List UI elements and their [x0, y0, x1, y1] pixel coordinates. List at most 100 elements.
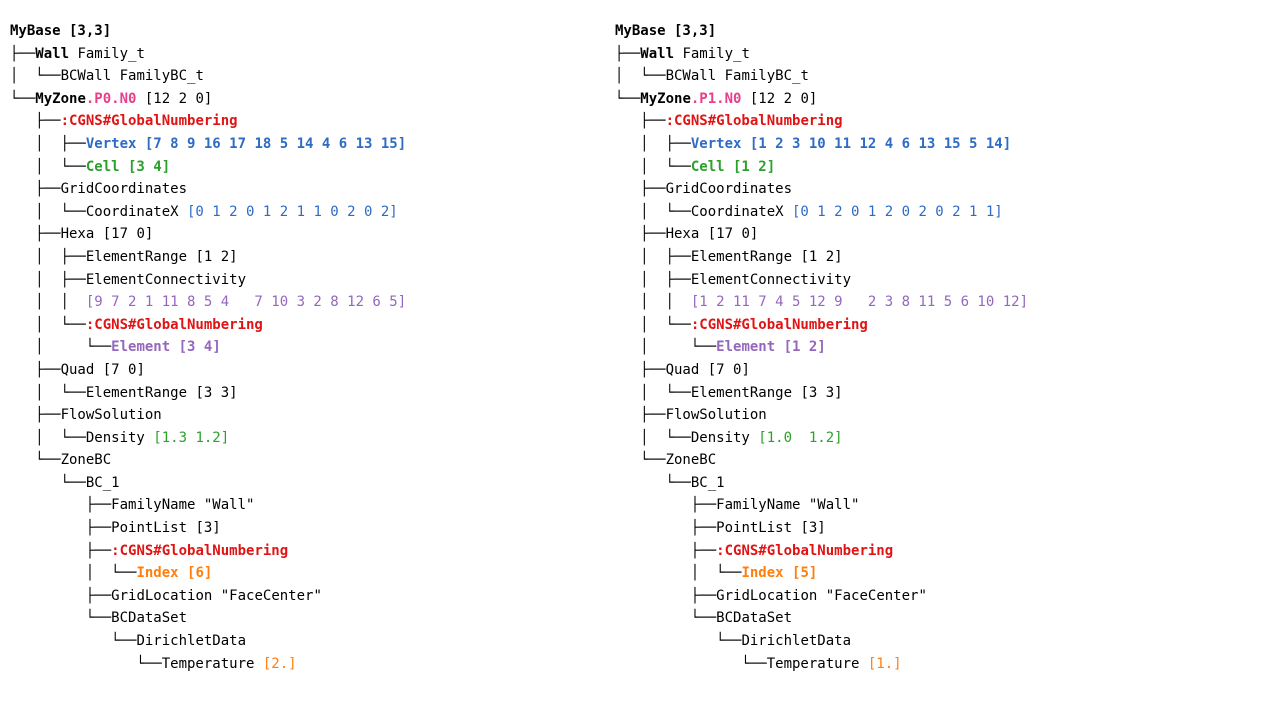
node-value: [1 2]	[187, 248, 238, 265]
tree-branch: ├──	[10, 497, 112, 514]
node-value: [3 4]	[170, 339, 221, 356]
tree-line: │ ├──Vertex [1 2 3 10 11 12 4 6 13 15 5 …	[615, 133, 1028, 156]
tree-line: │ ├──ElementConnectivity	[10, 269, 406, 292]
node-name: ZoneBC	[60, 452, 112, 469]
tree-line: │ └──Density [1.3 1.2]	[10, 427, 406, 450]
node-value: "Wall"	[800, 497, 860, 514]
tree-branch: └──	[10, 452, 61, 469]
node-name: Quad	[665, 361, 700, 378]
tree-line: └──MyZone.P1.N0 [12 2 0]	[615, 88, 1028, 111]
node-name: BCDataSet	[111, 610, 188, 627]
node-name: Element	[111, 339, 171, 356]
node-name: FamilyName	[716, 497, 801, 514]
tree-branch: │ ├──	[10, 248, 86, 265]
tree-branch: │ └──	[615, 339, 717, 356]
tree-line: ├──Wall Family_t	[10, 43, 406, 66]
tree-branch: └──	[615, 474, 691, 491]
node-name: DirichletData	[741, 633, 852, 650]
node-name: :CGNS#GlobalNumbering	[60, 113, 238, 130]
node-value: [1 2]	[724, 158, 776, 175]
tree-branch: │ └──	[10, 158, 86, 175]
tree-branch: ├──	[615, 587, 717, 604]
tree-branch: ├──	[10, 181, 61, 198]
node-name: Element	[716, 339, 776, 356]
cgns-tree-rank-0: MyBase [3,3]├──Wall Family_t│ └──BCWall …	[10, 20, 406, 675]
tree-line: ├──GridLocation "FaceCenter"	[615, 585, 1028, 608]
node-name: Quad	[60, 361, 95, 378]
node-name: Wall	[35, 45, 70, 62]
node-name: ZoneBC	[665, 452, 717, 469]
tree-branch: │ ├──	[10, 271, 86, 288]
node-value: [12 2 0]	[136, 90, 213, 107]
tree-branch: └──	[615, 90, 641, 107]
tree-line: │ └──CoordinateX [0 1 2 0 1 2 1 1 0 2 0 …	[10, 201, 406, 224]
node-name: Cell	[690, 158, 725, 175]
node-name: BC_1	[85, 474, 120, 491]
tree-line: └──BC_1	[615, 472, 1028, 495]
tree-line: ├──Quad [7 0]	[10, 359, 406, 382]
tree-branch: ├──	[10, 542, 112, 559]
tree-line: └──BCDataSet	[10, 607, 406, 630]
tree-line: └──DirichletData	[615, 630, 1028, 653]
node-name: PointList	[111, 520, 188, 537]
tree-branch: │ └──	[10, 316, 86, 333]
tree-branch: │ ├──	[615, 248, 691, 265]
node-name: Density	[85, 429, 145, 446]
tree-branch: │ │	[10, 294, 86, 311]
tree-branch: ├──	[615, 542, 717, 559]
node-value: [1 2]	[775, 339, 826, 356]
node-value: [3 3]	[792, 384, 843, 401]
tree-line: └──Temperature [2.]	[10, 653, 406, 676]
tree-branch: ├──	[10, 45, 36, 62]
tree-line: ├──:CGNS#GlobalNumbering	[10, 540, 406, 563]
tree-line: │ └──:CGNS#GlobalNumbering	[10, 314, 406, 337]
tree-branch: │ └──	[10, 339, 112, 356]
tree-line: ├──FamilyName "Wall"	[615, 494, 1028, 517]
tree-branch: │ └──	[615, 68, 666, 85]
tree-branch: │ ├──	[615, 271, 691, 288]
node-value: [5]	[783, 565, 818, 582]
tree-line: ├──:CGNS#GlobalNumbering	[615, 110, 1028, 133]
node-value: [1.0 1.2]	[749, 429, 843, 446]
node-value: Family_t	[674, 45, 750, 62]
tree-branch: ├──	[615, 45, 641, 62]
node-name: MyZone	[35, 90, 86, 107]
node-value: [17 0]	[699, 226, 759, 243]
tree-line: └──BCDataSet	[615, 607, 1028, 630]
tree-branch: │ └──	[615, 429, 691, 446]
tree-branch: └──	[10, 90, 36, 107]
tree-line: ├──Quad [7 0]	[615, 359, 1028, 382]
tree-line: │ └──Density [1.0 1.2]	[615, 427, 1028, 450]
node-value: "FaceCenter"	[212, 587, 322, 604]
node-value: [1.3 1.2]	[144, 429, 230, 446]
node-name: Density	[690, 429, 750, 446]
node-name: Index	[136, 565, 179, 582]
node-value: [1 2 3 10 11 12 4 6 13 15 5 14]	[741, 135, 1012, 152]
tree-branch: ├──	[615, 520, 717, 537]
node-value: FamilyBC_t	[111, 68, 204, 85]
tree-line: │ └──Cell [1 2]	[615, 156, 1028, 179]
tree-line: ├──FlowSolution	[615, 404, 1028, 427]
node-name: GridCoordinates	[60, 181, 188, 198]
tree-branch: │ └──	[615, 158, 691, 175]
node-value: Family_t	[69, 45, 145, 62]
tree-branch: ├──	[10, 361, 61, 378]
node-name: ElementConnectivity	[690, 271, 852, 288]
node-name: Index	[741, 565, 784, 582]
node-value: [3 4]	[119, 158, 171, 175]
tree-line: ├──PointList [3]	[615, 517, 1028, 540]
node-name: Hexa	[60, 226, 95, 243]
tree-line: │ └──ElementRange [3 3]	[10, 382, 406, 405]
tree-line: └──ZoneBC	[10, 449, 406, 472]
tree-line: │ └──BCWall FamilyBC_t	[615, 65, 1028, 88]
node-value: "FaceCenter"	[817, 587, 927, 604]
tree-line: ├──GridCoordinates	[615, 178, 1028, 201]
node-name: BCWall	[665, 68, 717, 85]
node-name: PointList	[716, 520, 793, 537]
tree-line: └──ZoneBC	[615, 449, 1028, 472]
node-name: Vertex	[690, 135, 742, 152]
node-value: [1.]	[859, 655, 902, 672]
node-value: [1 2]	[792, 248, 843, 265]
node-value: [0 1 2 0 1 2 1 1 0 2 0 2]	[178, 203, 398, 220]
node-value: [3 3]	[187, 384, 238, 401]
